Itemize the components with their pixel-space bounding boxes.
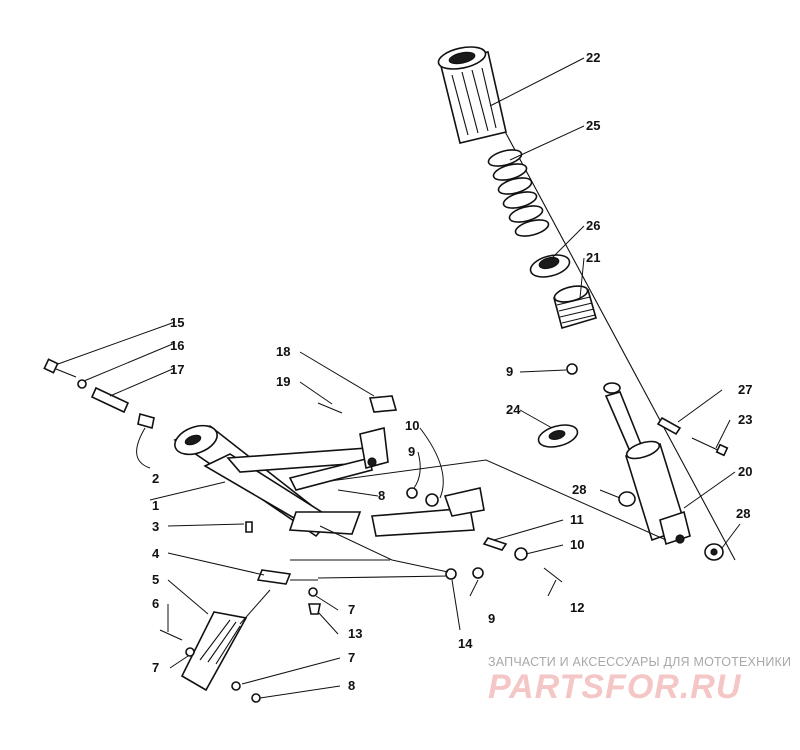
callout-7-lower-right: 7: [348, 650, 355, 665]
callout-14: 14: [458, 636, 473, 651]
shock-nut-part: [566, 363, 578, 375]
shock-washer-part: [537, 424, 579, 448]
pivot-hardware-part: [43, 358, 155, 430]
spacer-bolt-part: [656, 416, 729, 457]
callout-9-lower: 9: [488, 611, 495, 626]
bracket-hardware-part: [317, 395, 398, 414]
callout-8-lower: 8: [348, 678, 355, 693]
callout-22: 22: [586, 50, 600, 65]
shock-centerline: [471, 69, 736, 561]
grease-fitting-part: [245, 521, 253, 533]
callout-8-middle: 8: [378, 488, 385, 503]
callout-24: 24: [506, 402, 521, 417]
callout-12: 12: [570, 600, 584, 615]
leader-lines: [57, 57, 741, 699]
callout-9-upper: 9: [506, 364, 513, 379]
callout-17: 17: [170, 362, 184, 377]
callout-20: 20: [738, 464, 752, 479]
callout-19: 19: [276, 374, 290, 389]
callout-23: 23: [738, 412, 752, 427]
callout-11: 11: [570, 512, 584, 527]
callout-21: 21: [586, 250, 600, 265]
callout-6: 6: [152, 596, 159, 611]
spindle-arm-part: [159, 611, 261, 703]
watermark-logo: PARTSFOR.RU: [488, 668, 742, 706]
callout-10-lower: 10: [570, 537, 584, 552]
shock-bushing-part: [618, 491, 724, 561]
coil-spring-part: [487, 149, 550, 237]
callout-16: 16: [170, 338, 184, 353]
spring-adjuster-part: [553, 285, 597, 329]
callout-4: 4: [152, 546, 160, 561]
shock-absorber-part: [603, 382, 691, 546]
callout-labels: 15 16 17 2 1 3 4 5 6 7 7 8 7 13 14 9 12 …: [152, 50, 752, 693]
callout-28-left: 28: [572, 482, 586, 497]
arm-bushing-part: [371, 487, 563, 583]
callout-2: 2: [152, 471, 159, 486]
callout-3: 3: [152, 519, 159, 534]
callout-18: 18: [276, 344, 290, 359]
watermark-subtitle: ЗАПЧАСТИ И АКСЕССУАРЫ ДЛЯ МОТОТЕХНИКИ: [488, 655, 792, 669]
callout-9-middle: 9: [408, 444, 415, 459]
callout-10-upper: 10: [405, 418, 419, 433]
callout-7-lower-left: 7: [152, 660, 159, 675]
spring-seat-part: [529, 254, 571, 278]
callout-7-middle: 7: [348, 602, 355, 617]
callout-26: 26: [586, 218, 600, 233]
a-arm-part: [173, 424, 389, 538]
callout-5: 5: [152, 572, 159, 587]
stabilizer-link-part: [256, 567, 484, 615]
callout-15: 15: [170, 315, 184, 330]
callout-13: 13: [348, 626, 362, 641]
callout-1: 1: [152, 498, 159, 513]
callout-25: 25: [586, 118, 600, 133]
callout-27: 27: [738, 382, 752, 397]
spring-boot-part: [437, 46, 507, 144]
callout-28-right: 28: [736, 506, 750, 521]
